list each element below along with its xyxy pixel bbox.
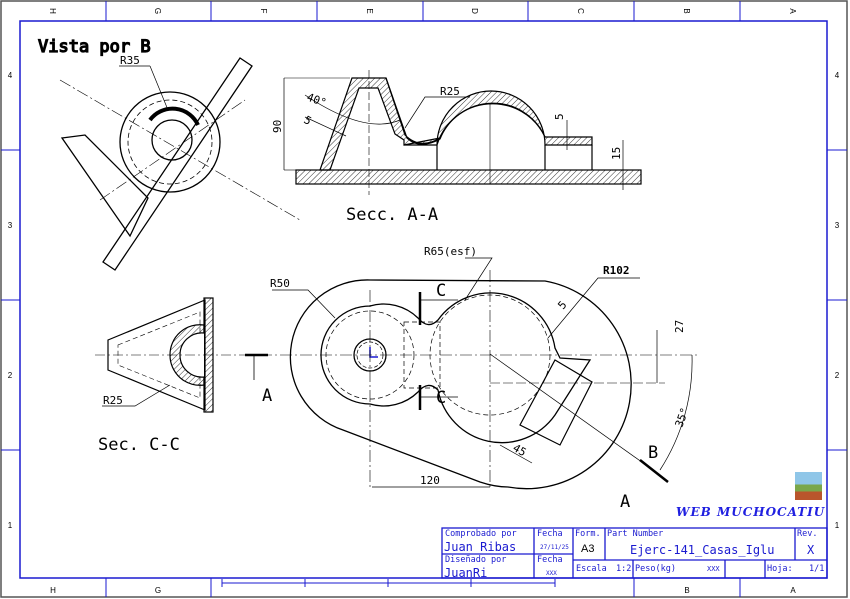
dim-plan-5: 5	[555, 298, 569, 311]
sheet-value: 1/1	[809, 564, 825, 574]
date-value-2: XXX	[546, 570, 557, 577]
dim-plan-27: 27	[673, 320, 686, 333]
format-label: Form.	[575, 529, 601, 539]
designed-by-value: JuanRi	[444, 566, 488, 580]
zone-row-4-right: 4	[835, 71, 840, 80]
weight-label: Peso(kg)	[635, 564, 676, 574]
dim-plan-35: 35°	[673, 406, 692, 429]
zone-col-a: A	[788, 8, 797, 14]
dim-cc-r25: R25	[103, 394, 123, 407]
part-number-label: Part Number	[607, 529, 664, 539]
dim-aa-r25: R25	[440, 85, 460, 98]
section-mark-a-left: A	[262, 386, 272, 406]
zone-row-3-left: 3	[8, 221, 13, 230]
dim-r50: R50	[270, 277, 290, 290]
outer-contour	[289, 279, 632, 490]
dim-aa-90: 90	[271, 120, 284, 133]
section-mark-c-bottom: C	[436, 388, 446, 408]
zone-col-h: H	[48, 8, 57, 14]
dim-r35: R35	[120, 54, 140, 67]
designed-by-label: Diseñado por	[445, 555, 507, 565]
zone-row-3-right: 3	[835, 221, 840, 230]
zone-col-h-bottom: H	[50, 586, 56, 595]
sheet-label: Hoja:	[767, 564, 793, 574]
tilted-plate	[102, 57, 253, 271]
logo-text: WEB MUCHOCATIU	[676, 505, 826, 519]
date-label-2: Fecha	[537, 555, 563, 565]
zone-row-4-left: 4	[8, 71, 13, 80]
checked-by-value: Juan Ribas	[444, 540, 517, 554]
section-mark-c-top: C	[436, 281, 446, 301]
view-b: Vista por B R35	[37, 36, 301, 271]
plan-view: R50 R65(esf) R102 5 27 35° 45 120 C C A …	[240, 245, 700, 512]
weight-value: XXX	[707, 565, 720, 573]
zone-row-1-left: 1	[8, 521, 13, 530]
zone-col-d: D	[470, 8, 479, 14]
dim-r102: R102	[603, 264, 630, 277]
dim-aa-5-left: 5	[302, 113, 314, 128]
section-c-c: R25 Sec. C-C	[95, 297, 240, 455]
section-a-a: 90 40° 5 R25 5 15 Secc. A-A	[271, 70, 642, 225]
zone-row-2-right: 2	[835, 371, 840, 380]
scale-label: Escala	[576, 564, 607, 574]
zone-col-b: B	[682, 8, 691, 13]
dim-plan-45: 45	[511, 441, 529, 459]
zone-col-g: G	[153, 8, 162, 14]
part-number-value: Ejerc-141_Casas_Iglu	[630, 543, 775, 557]
zone-col-b-bottom: B	[684, 586, 689, 595]
zone-col-e: E	[365, 8, 374, 13]
dim-plan-120: 120	[420, 474, 440, 487]
zone-row-1-right: 1	[835, 521, 840, 530]
zone-row-2-left: 2	[8, 371, 13, 380]
section-mark-b: B	[648, 443, 658, 463]
title-block-grid	[441, 527, 828, 579]
logo-image	[795, 472, 822, 500]
checked-by-label: Comprobado por	[445, 529, 517, 539]
view-b-title: Vista por B	[38, 37, 151, 57]
dim-aa-15: 15	[610, 147, 623, 160]
drawing-frame	[19, 20, 828, 579]
rev-label: Rev.	[797, 529, 818, 539]
dim-aa-5: 5	[553, 113, 566, 120]
dim-r65: R65(esf)	[424, 245, 477, 258]
zone-col-a-bottom: A	[790, 586, 796, 595]
zone-col-f: F	[259, 9, 268, 14]
date-value-1: 27/11/25	[540, 544, 569, 551]
dim-aa-40: 40°	[305, 91, 328, 110]
format-value: A3	[581, 543, 595, 555]
section-mark-a-right: A	[620, 492, 630, 512]
inner-contour	[320, 292, 592, 444]
zone-col-c: C	[576, 8, 585, 14]
rev-value: X	[807, 543, 815, 557]
section-cc-title: Sec. C-C	[98, 435, 180, 455]
zone-col-g-bottom: G	[155, 586, 161, 595]
section-aa-title: Secc. A-A	[346, 205, 438, 225]
scale-value: 1:2	[616, 564, 632, 574]
date-label-1: Fecha	[537, 529, 563, 539]
